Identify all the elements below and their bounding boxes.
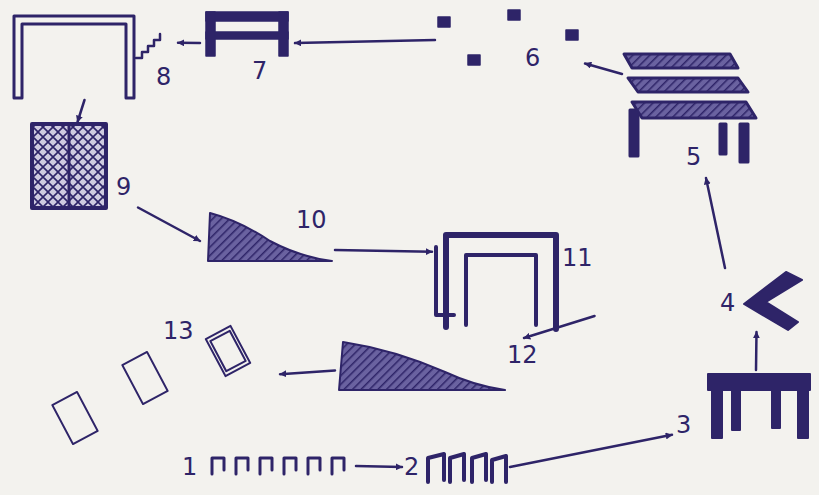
obstacle-station: 5 xyxy=(622,48,762,178)
contact-pads xyxy=(52,326,250,444)
station-number: 12 xyxy=(507,342,538,368)
station-number: 13 xyxy=(163,318,194,344)
obstacle-station: 1 xyxy=(178,448,356,484)
station-number: 6 xyxy=(525,45,540,71)
tunnel xyxy=(436,235,556,329)
flow-arrow xyxy=(295,40,435,43)
obstacle-station: 9 xyxy=(28,122,138,212)
flow-arrow xyxy=(335,250,432,252)
flow-arrow xyxy=(280,370,335,374)
table-obstacle xyxy=(708,374,810,438)
obstacle-station: 3 xyxy=(672,370,812,442)
obstacle-station: 4 xyxy=(716,268,806,332)
station-number: 9 xyxy=(116,174,131,200)
flow-arrow xyxy=(524,316,595,338)
flow-arrow xyxy=(755,332,758,370)
flow-arrow xyxy=(585,64,622,75)
flow-arrow xyxy=(78,100,85,122)
flow-arrow xyxy=(356,466,402,467)
marker-squares xyxy=(438,10,578,65)
obstacle-station: 6 xyxy=(435,5,585,83)
flow-arrow xyxy=(706,178,725,268)
obstacle-station: 8 xyxy=(8,12,178,100)
flow-arrow xyxy=(510,435,672,467)
obstacle-station: 11 xyxy=(432,225,595,332)
bent-tunnel xyxy=(744,272,802,330)
hurdle-row xyxy=(212,458,344,474)
station-number: 5 xyxy=(686,144,701,170)
station-number: 7 xyxy=(252,58,267,84)
wall-obstacle xyxy=(32,124,106,208)
bench-obstacle xyxy=(206,12,288,56)
station-number: 4 xyxy=(720,290,735,316)
station-number: 10 xyxy=(296,207,327,233)
ramp xyxy=(339,342,505,390)
station-number: 8 xyxy=(156,64,171,90)
obstacle-station: 10 xyxy=(200,205,335,265)
obstacle-station: 2 xyxy=(402,450,510,484)
obstacle-station: 12 xyxy=(335,338,545,392)
hurdle-group xyxy=(428,454,506,482)
station-number: 2 xyxy=(404,454,419,480)
frame-with-stairs xyxy=(14,16,160,98)
station-number: 1 xyxy=(182,454,197,480)
flow-arrow xyxy=(138,208,200,242)
obstacle-station: 13 xyxy=(45,318,280,443)
flow-arrow xyxy=(178,42,200,45)
station-number: 11 xyxy=(562,245,593,271)
obstacle-station: 7 xyxy=(200,8,295,86)
station-number: 3 xyxy=(676,412,691,438)
